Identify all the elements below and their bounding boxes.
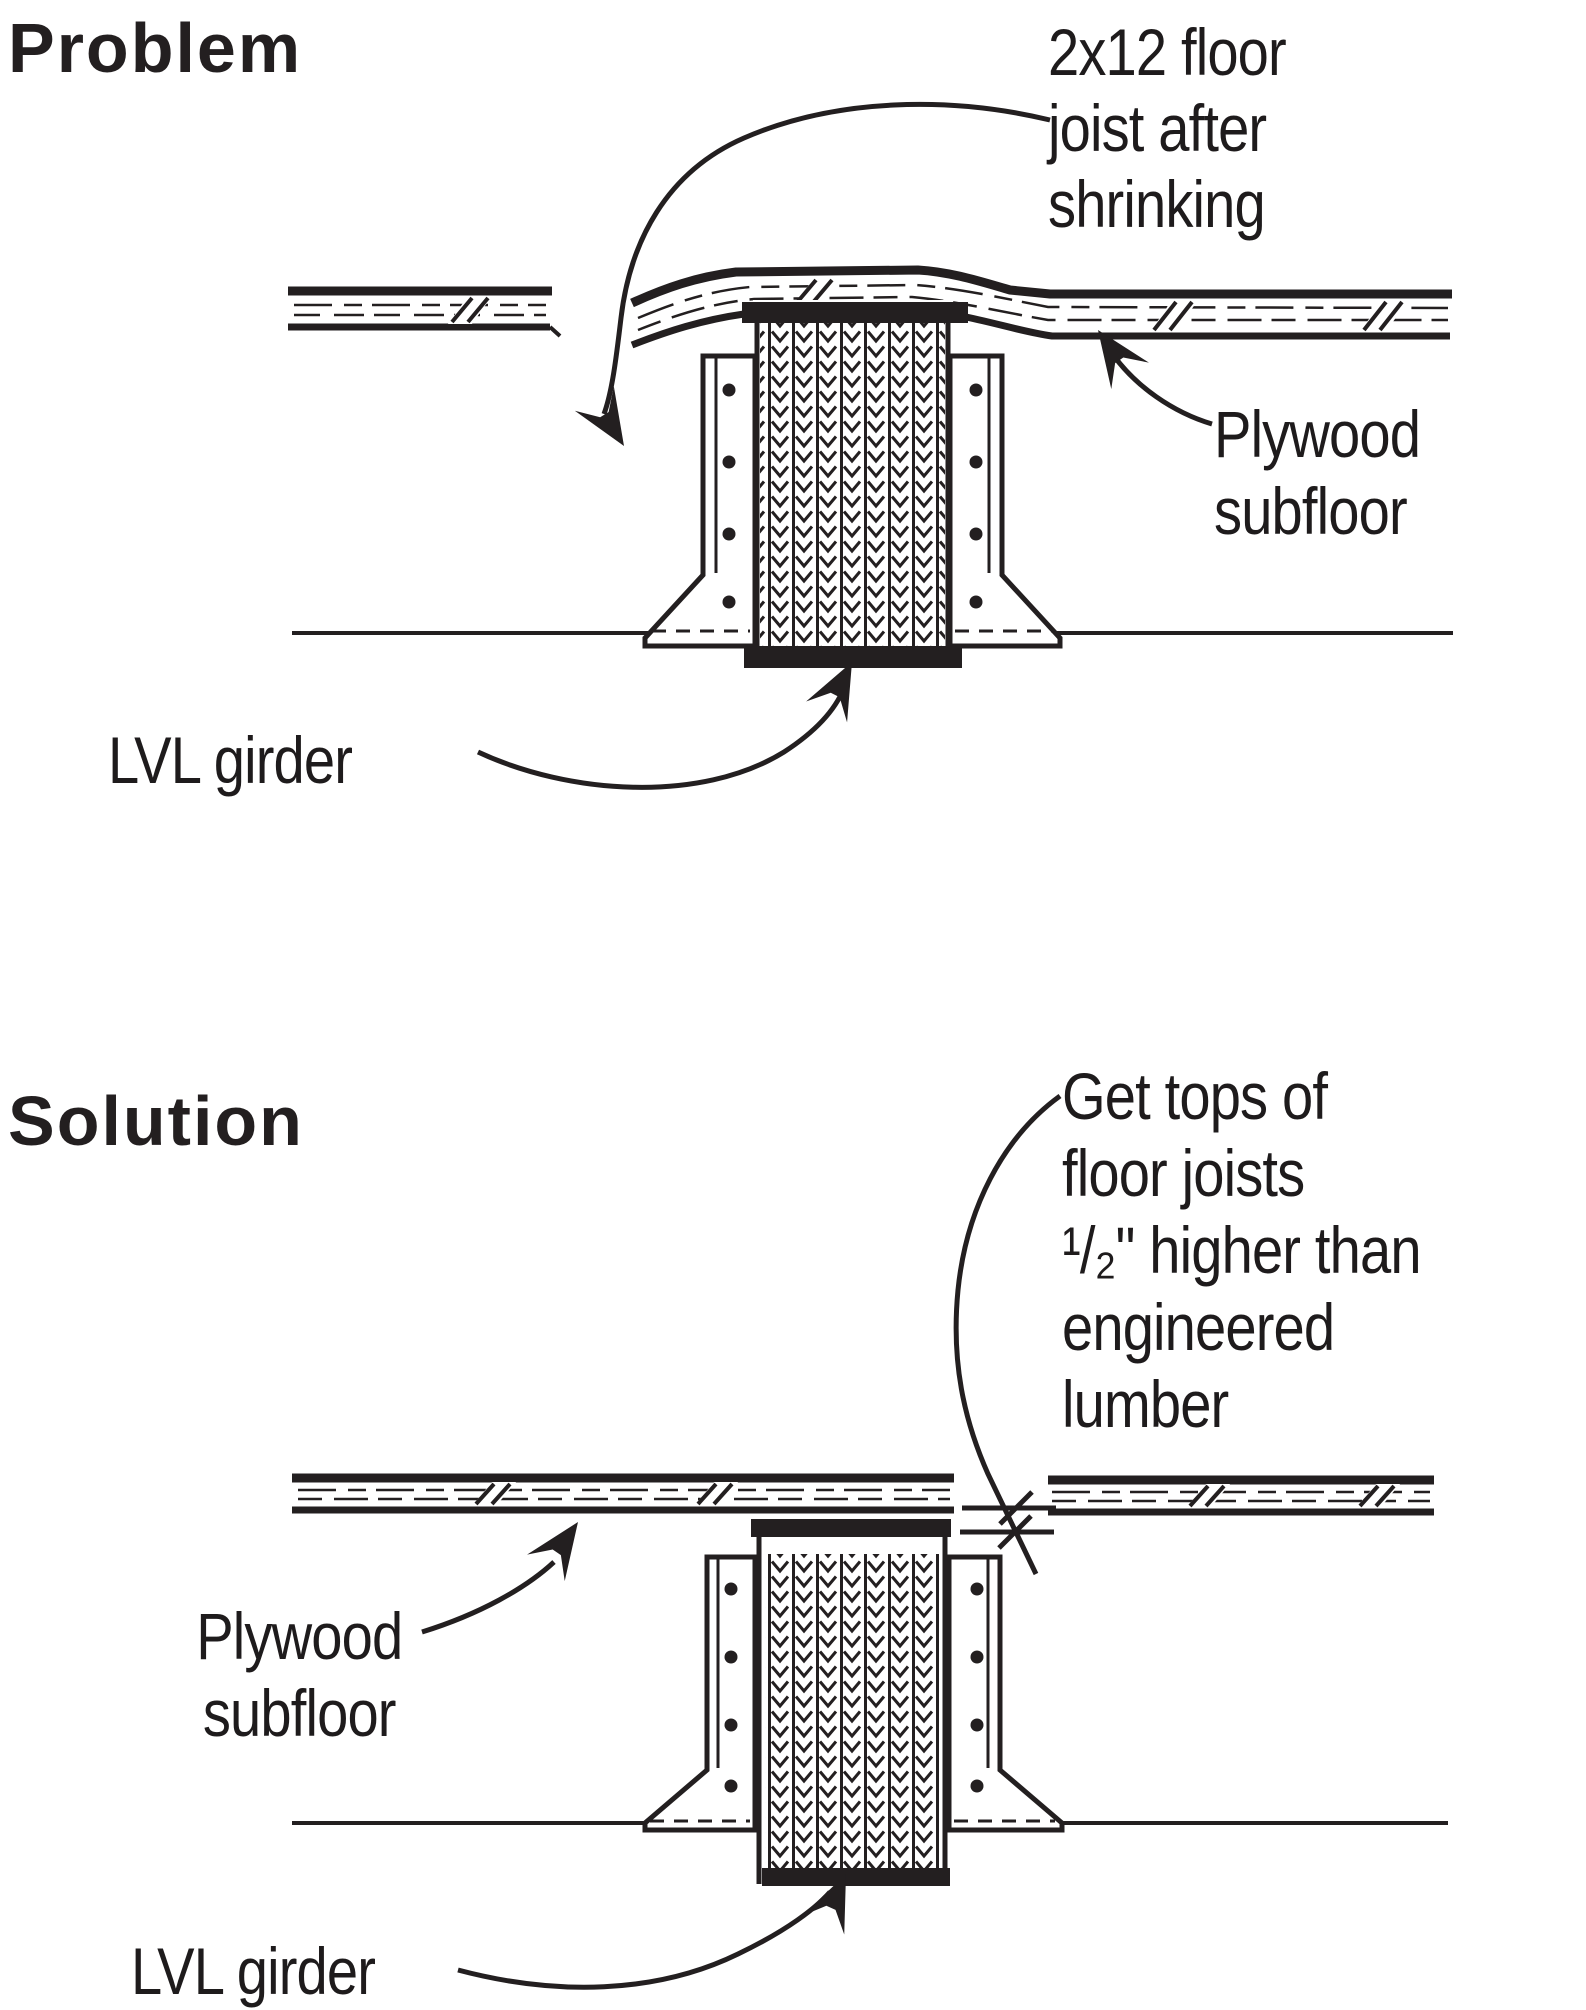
problem-joist-label: 2x12 floor joist after shrinking (1048, 15, 1287, 241)
problem-girder-bottom-edge (744, 646, 962, 668)
solution-girder-bottom-edge (762, 1868, 950, 1886)
solution-subfloor-left-segment (292, 1473, 954, 1514)
solution-joist-hanger-left (642, 1554, 758, 1833)
problem-girder-arrow (476, 651, 873, 790)
problem-joist-hanger-left (642, 353, 758, 649)
solution-lvl-girder (751, 1519, 951, 1886)
problem-joist-hanger-right (947, 353, 1063, 649)
solution-heading: Solution (8, 1082, 304, 1160)
solution-subfloor-right-segment (1048, 1475, 1434, 1516)
problem-plywood-arrow (1079, 316, 1213, 427)
problem-subfloor-main-sheet (630, 265, 1452, 349)
solution-joist-hanger-right (946, 1554, 1065, 1833)
problem-subfloor-left-segment (288, 286, 562, 338)
solution-diagram (292, 1093, 1448, 1990)
half-inch-gap-dimension-marker (960, 1490, 1056, 1550)
solution-note-leader-line (953, 1093, 1062, 1576)
solution-girder-top-cap (751, 1519, 951, 1537)
problem-girder-top-cap (742, 302, 968, 323)
problem-diagram (288, 101, 1453, 790)
problem-lvl-girder-label: LVL girder (108, 723, 353, 797)
solution-plywood-subfloor-label: Plywood subfloor (196, 1599, 403, 1750)
solution-lvl-girder-label: LVL girder (131, 1934, 376, 2008)
problem-joist-arrow (574, 101, 1051, 459)
solution-plywood-arrow (421, 1508, 597, 1635)
solution-note-label: Get tops of floor joists ¹/₂" higher tha… (1062, 1059, 1422, 1441)
problem-lvl-girder (742, 300, 968, 670)
problem-plywood-subfloor-label: Plywood subfloor (1214, 397, 1421, 548)
problem-heading: Problem (8, 9, 303, 87)
solution-girder-arrow (457, 1864, 868, 1990)
